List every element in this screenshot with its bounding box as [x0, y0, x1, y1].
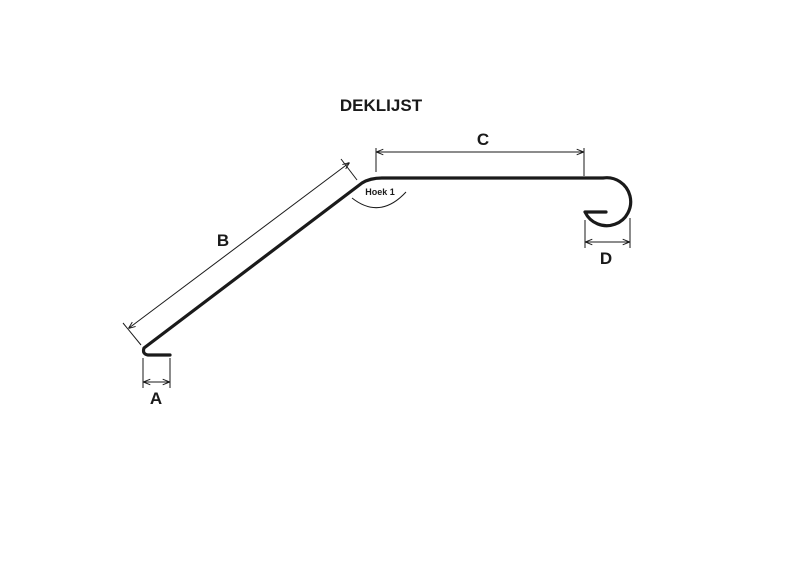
- dimension-b-extension-top: [340, 158, 358, 181]
- dimension-d-label: D: [600, 249, 612, 268]
- dimension-c-label: C: [477, 130, 489, 149]
- dimension-a-label: A: [150, 389, 162, 408]
- dimension-b-extension-bottom: [122, 322, 142, 346]
- dimension-b-line: [129, 163, 349, 328]
- angle-arc: [351, 191, 407, 209]
- diagram-title: DEKLIJST: [340, 96, 423, 115]
- angle-label: Hoek 1: [365, 187, 395, 197]
- profile-outline: [141, 176, 633, 357]
- dimension-b-label: B: [217, 231, 229, 250]
